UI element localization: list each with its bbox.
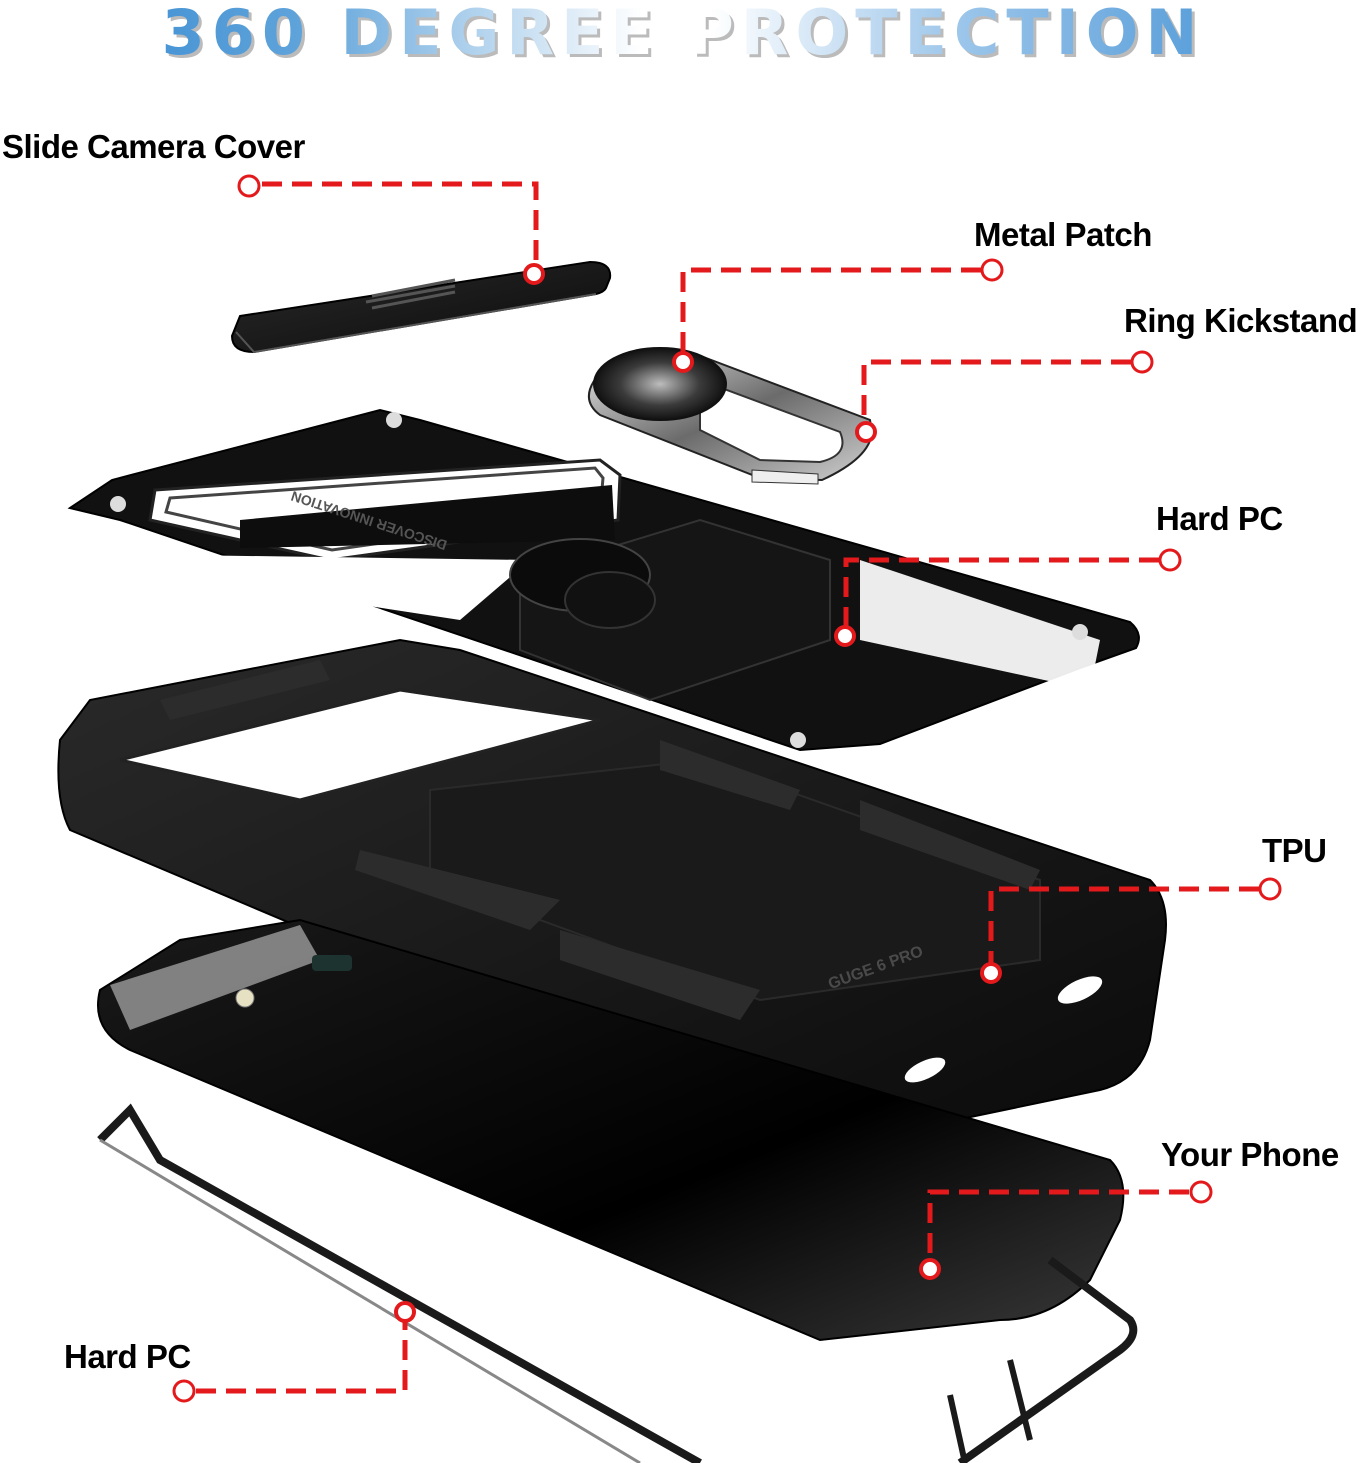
callout-line-metal-patch bbox=[680, 267, 981, 356]
marker-ring-kickstand bbox=[1130, 350, 1154, 374]
label-tpu: TPU bbox=[1262, 832, 1327, 869]
marker-slide-camera-cover bbox=[237, 174, 261, 198]
label-slide-camera-cover: Slide Camera Cover bbox=[2, 128, 305, 165]
label-hard-pc-top: Hard PC bbox=[1156, 500, 1283, 537]
hard-pc-top-frame-part: DISCOVER INNOVATION bbox=[67, 408, 1140, 752]
callout-end-markers bbox=[172, 174, 1282, 1403]
label-hard-pc-bottom: Hard PC bbox=[64, 1338, 191, 1375]
label-your-phone: Your Phone bbox=[1161, 1136, 1339, 1173]
callout-line-ring-kickstand bbox=[861, 359, 1131, 428]
marker-tpu bbox=[1258, 877, 1282, 901]
ring-kickstand-part bbox=[588, 347, 874, 485]
marker-metal-patch bbox=[980, 258, 1004, 282]
callout-lines bbox=[196, 181, 1259, 1394]
callout-line-your-phone bbox=[927, 1189, 1189, 1264]
marker-your-phone bbox=[1189, 1180, 1213, 1204]
label-ring-kickstand: Ring Kickstand bbox=[1124, 302, 1358, 339]
page-title: 360 DEGREE PROTECTION bbox=[0, 0, 1366, 69]
callout-anchor-dots bbox=[394, 263, 1002, 1323]
metal-patch-part bbox=[593, 347, 727, 421]
phone-part bbox=[97, 918, 1125, 1342]
page-title-shadow: 360 DEGREE PROTECTION bbox=[3, 0, 1366, 72]
marker-hard-pc-top bbox=[1158, 548, 1182, 572]
callout-line-hard-pc-top bbox=[843, 557, 1159, 632]
callout-line-hard-pc-bottom bbox=[196, 1316, 408, 1394]
marker-hard-pc-bottom bbox=[172, 1379, 196, 1403]
hard-pc-bottom-frame-part bbox=[97, 1103, 1138, 1463]
callout-line-slide-camera-cover bbox=[262, 181, 539, 272]
label-metal-patch: Metal Patch bbox=[974, 216, 1152, 253]
slide-camera-cover-part bbox=[230, 260, 612, 354]
